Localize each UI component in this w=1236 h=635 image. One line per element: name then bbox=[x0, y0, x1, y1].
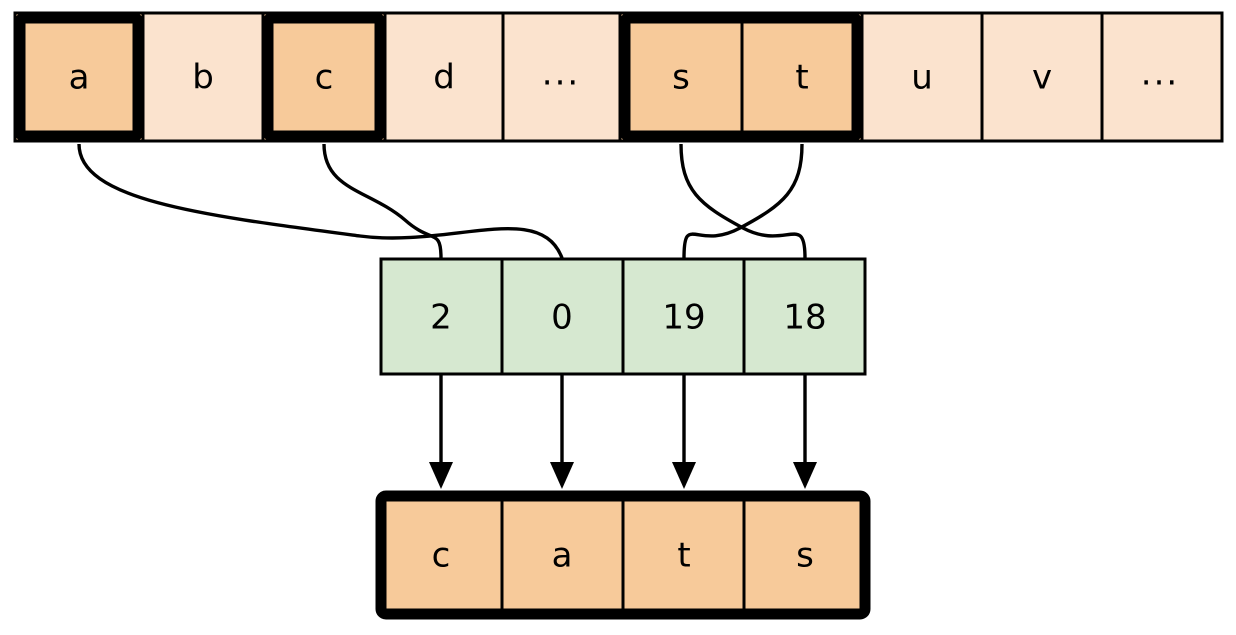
index-cell-3[interactable] bbox=[742, 257, 867, 376]
alphabet-label-4: ... bbox=[542, 54, 580, 94]
result-word: c a t s bbox=[375, 490, 871, 620]
index-cell-0[interactable] bbox=[379, 257, 504, 376]
result-cell-3[interactable] bbox=[742, 494, 867, 616]
connector-s-to-18 bbox=[679, 143, 807, 259]
result-label-0: c bbox=[432, 536, 451, 576]
alphabet-label-3: d bbox=[433, 58, 455, 98]
alphabet-cell-8[interactable] bbox=[980, 11, 1104, 143]
index-array: 2 0 19 18 bbox=[379, 257, 867, 376]
alphabet-label-5: s bbox=[672, 58, 690, 98]
result-label-1: a bbox=[552, 536, 573, 576]
mapping-connectors bbox=[77, 143, 807, 259]
alphabet-highlight-box-st bbox=[619, 12, 863, 142]
index-label-1: 0 bbox=[551, 298, 573, 338]
arrow-head-2 bbox=[672, 462, 696, 489]
alphabet-label-1: b bbox=[192, 58, 214, 98]
index-label-3: 18 bbox=[783, 298, 826, 338]
result-cell-2[interactable] bbox=[621, 494, 746, 616]
arrow-head-1 bbox=[550, 462, 574, 489]
alphabet-cell-1[interactable] bbox=[141, 11, 265, 143]
alphabet-cell-9[interactable] bbox=[1100, 11, 1224, 143]
connector-c-to-2 bbox=[322, 143, 443, 259]
arrow-head-3 bbox=[793, 462, 817, 489]
result-cell-0[interactable] bbox=[379, 494, 504, 616]
result-highlight-box bbox=[375, 490, 871, 620]
result-cell-1[interactable] bbox=[500, 494, 625, 616]
alphabet-highlight-box-a bbox=[14, 12, 144, 142]
alphabet-cell-4[interactable] bbox=[501, 11, 622, 143]
alphabet-label-0: a bbox=[69, 58, 90, 98]
alphabet-label-8: v bbox=[1032, 58, 1052, 98]
index-label-0: 2 bbox=[430, 298, 452, 338]
connector-a-to-0 bbox=[77, 143, 564, 259]
alphabet-strip: a b c d ... s t u v ... bbox=[13, 11, 1224, 143]
result-label-3: s bbox=[796, 536, 814, 576]
result-label-2: t bbox=[677, 536, 690, 576]
index-cell-2[interactable] bbox=[621, 257, 746, 376]
index-label-2: 19 bbox=[662, 298, 705, 338]
index-to-result-arrows bbox=[429, 374, 817, 489]
alphabet-highlight-box-c bbox=[262, 12, 386, 142]
alphabet-label-9: ... bbox=[1141, 54, 1179, 94]
connector-t-to-19 bbox=[682, 143, 804, 259]
alphabet-label-7: u bbox=[911, 58, 933, 98]
alphabet-cell-0[interactable] bbox=[13, 11, 145, 143]
arrow-head-0 bbox=[429, 462, 453, 489]
alphabet-label-2: c bbox=[315, 58, 334, 98]
alphabet-label-6: t bbox=[795, 58, 808, 98]
